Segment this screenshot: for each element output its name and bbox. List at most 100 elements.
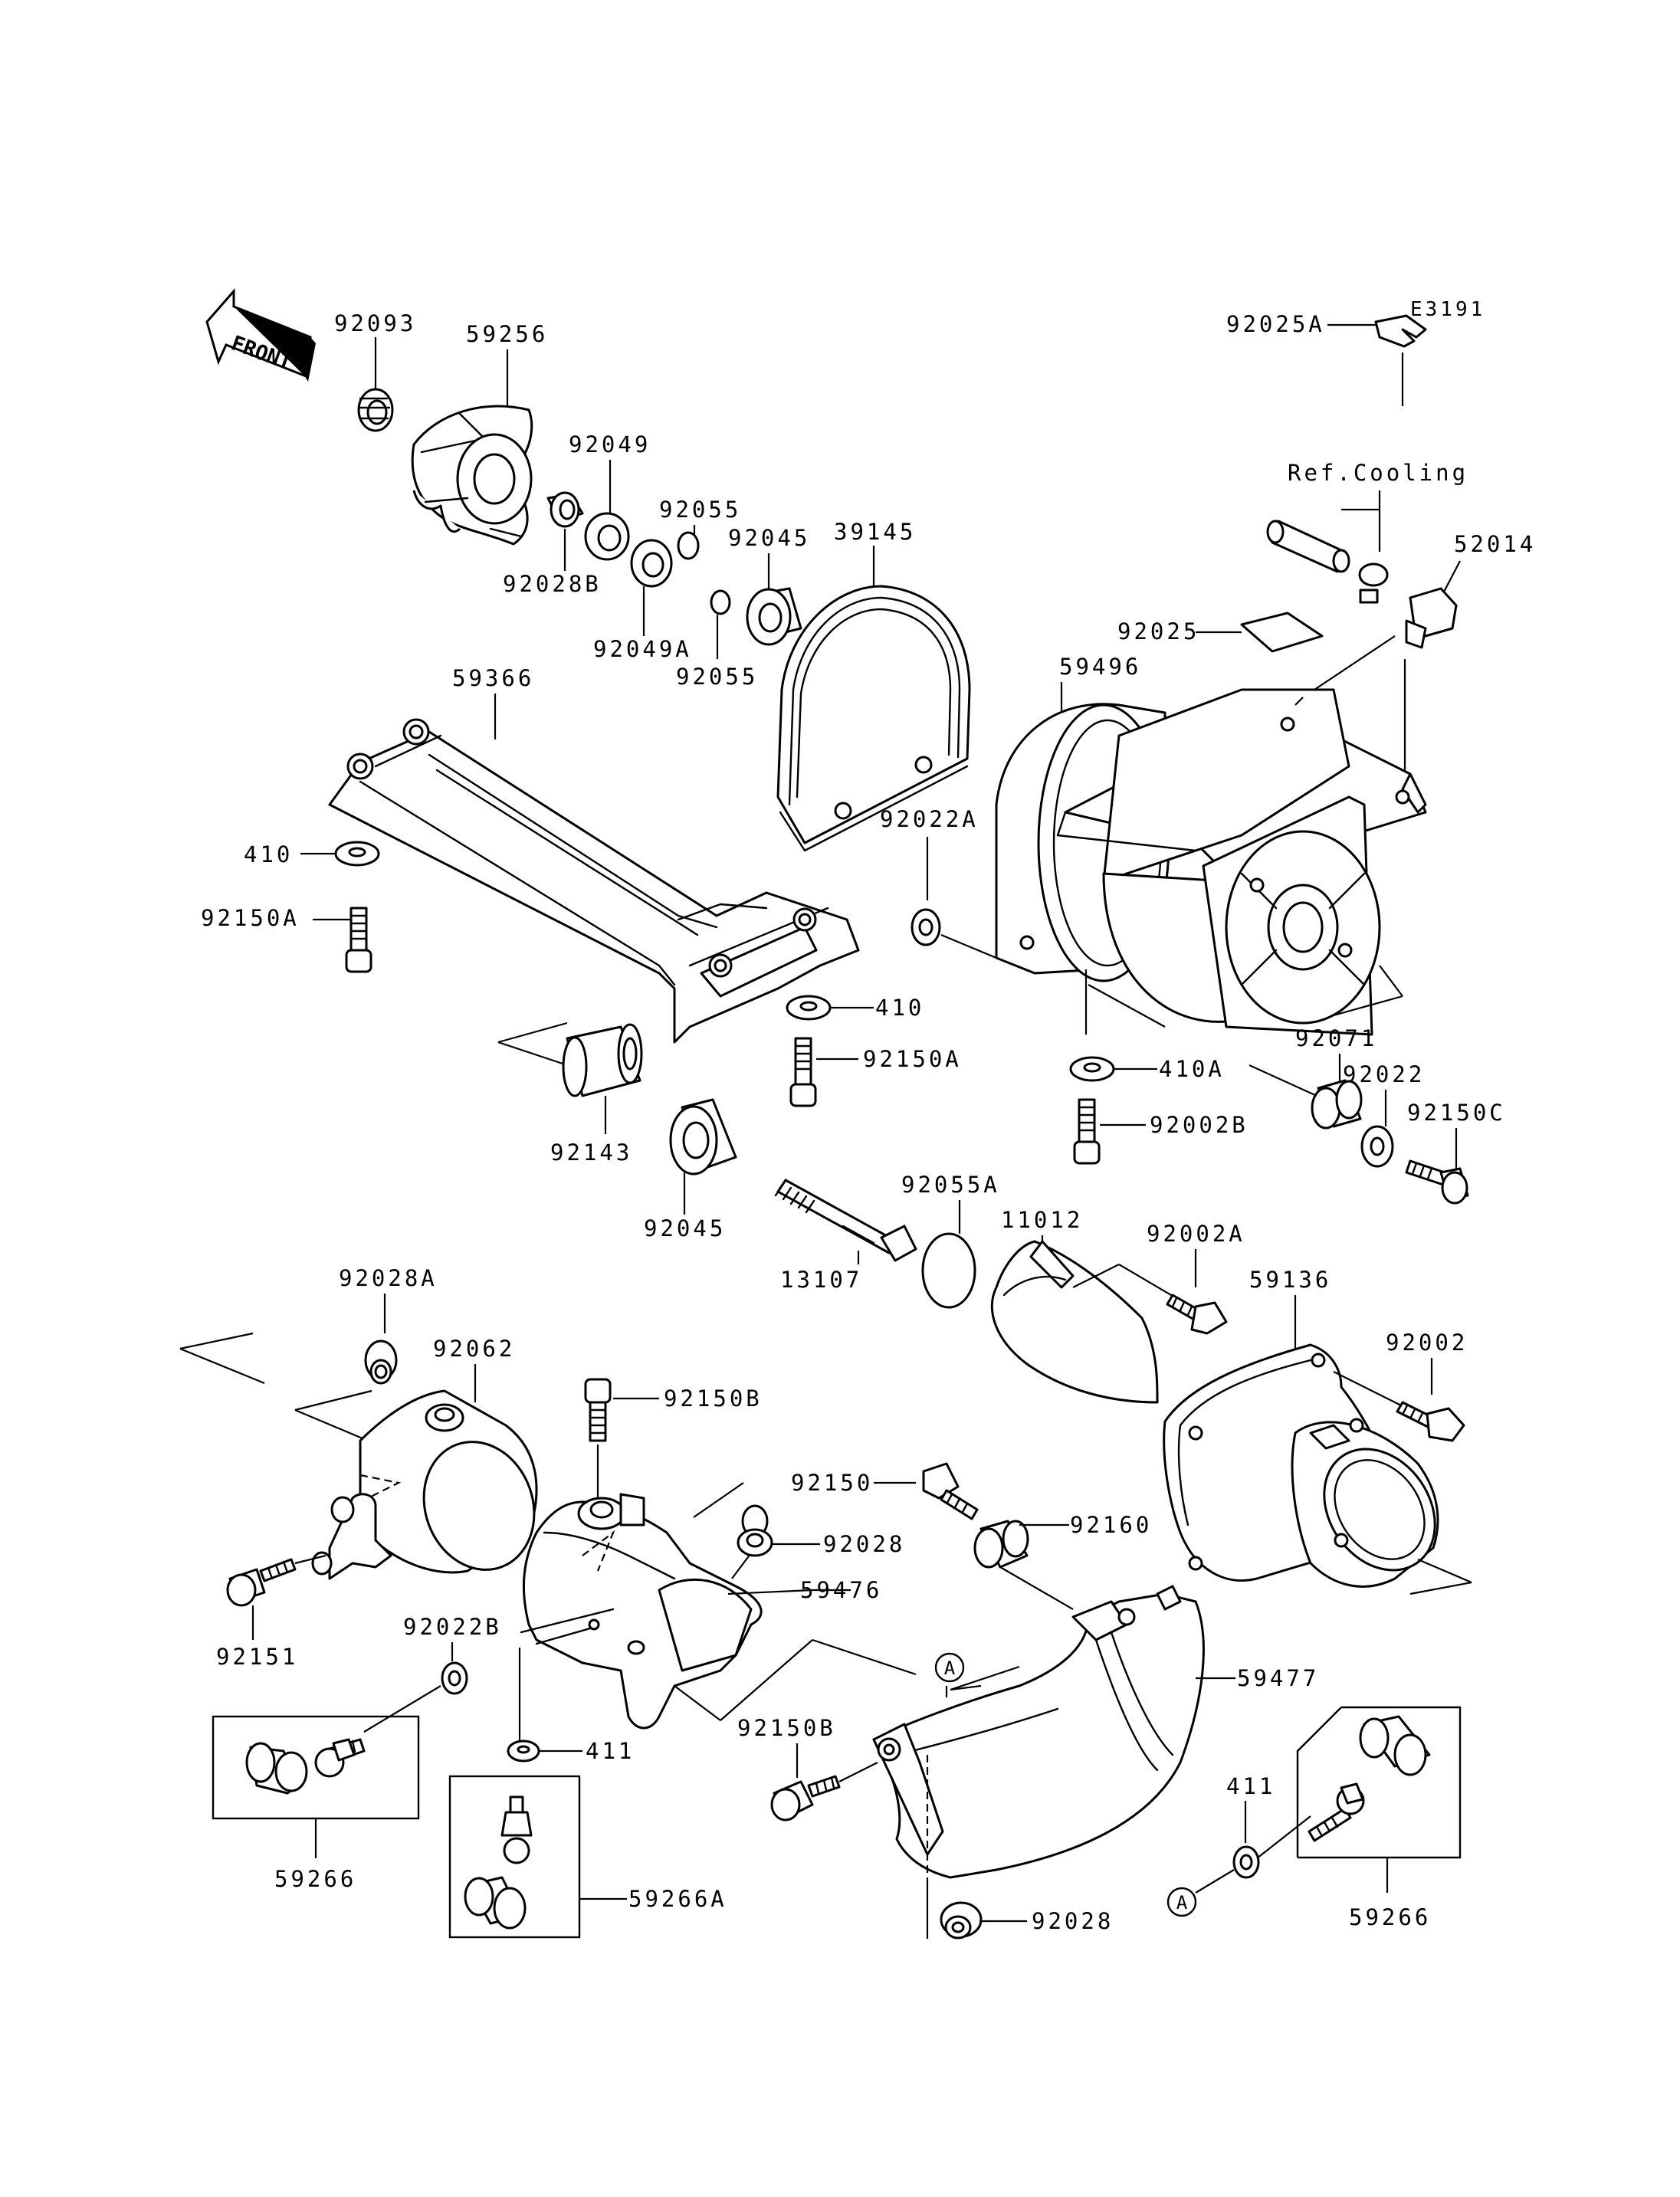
part-92150A-bolt-mid (789, 1037, 817, 1107)
part-59476-cover (520, 1493, 763, 1730)
part-59477-reverse-bucket (872, 1585, 1205, 1879)
diagram-code: E3191 (1410, 298, 1485, 321)
label-39145: 39145 (834, 519, 916, 545)
part-59256-impeller (411, 405, 533, 546)
part-11012-cone (990, 1240, 1159, 1404)
label-92071: 92071 (1295, 1025, 1377, 1051)
callout-A-top-label: A (944, 1658, 956, 1679)
part-92151-bolt (226, 1558, 297, 1607)
label-92150C: 92150C (1407, 1100, 1506, 1126)
part-92055-oring-low (710, 589, 731, 615)
label-59266-right: 59266 (1349, 1904, 1431, 1930)
label-411-right: 411 (1226, 1773, 1275, 1799)
label-13107: 13107 (780, 1267, 862, 1293)
part-92055A-oring (921, 1232, 976, 1309)
part-92049A-seal (630, 539, 673, 588)
part-92025A-shim (1374, 314, 1427, 348)
label-92028B: 92028B (503, 571, 602, 597)
label-410A: 410A (1159, 1056, 1225, 1082)
label-59266A: 59266A (628, 1886, 727, 1912)
kit-box-59266A (448, 1775, 581, 1939)
label-92028-low: 92028 (1032, 1908, 1114, 1934)
front-arrow-icon: FRONT (205, 288, 316, 382)
part-92093-nut (357, 388, 394, 432)
label-92025A: 92025A (1226, 311, 1325, 337)
label-410-left: 410 (244, 841, 293, 867)
part-92002-bolt (1396, 1401, 1465, 1442)
label-92022B: 92022B (403, 1614, 502, 1640)
part-59136-nozzle (1163, 1343, 1439, 1588)
part-92022A-washer (911, 908, 941, 946)
callout-A-bottom: A (1166, 1887, 1197, 1917)
part-39145-band (776, 585, 971, 852)
label-92093: 92093 (334, 310, 416, 336)
label-92002A: 92002A (1147, 1221, 1245, 1247)
label-92028A: 92028A (339, 1265, 438, 1291)
part-411-washer-left (507, 1740, 540, 1763)
part-92002B-bolt (1073, 1098, 1101, 1165)
label-59366: 59366 (452, 665, 534, 691)
part-59496-pump-case (995, 688, 1427, 1036)
label-92025: 92025 (1117, 618, 1199, 644)
hose-clamp-icon (1358, 562, 1389, 604)
part-59366-bracket (328, 718, 860, 1044)
label-92028-mid: 92028 (823, 1531, 905, 1557)
part-92150B-bolt-low (770, 1775, 841, 1822)
label-92143: 92143 (550, 1139, 632, 1166)
label-92002B: 92002B (1150, 1112, 1249, 1138)
label-92062: 92062 (433, 1336, 515, 1362)
label-92022A: 92022A (880, 806, 979, 832)
callout-A-bottom-label: A (1176, 1892, 1188, 1913)
part-92045-bearing-top (746, 587, 802, 646)
label-92055A: 92055A (901, 1172, 1000, 1198)
part-92028-bushing-mid (737, 1504, 773, 1557)
part-92028A-bushing (364, 1340, 398, 1385)
label-59476: 59476 (800, 1577, 882, 1603)
label-59136: 59136 (1249, 1267, 1331, 1293)
part-410A-washer (1069, 1056, 1115, 1082)
part-92028B-bushing (546, 491, 584, 528)
part-410-washer-left (334, 841, 380, 867)
part-92160-bushing (973, 1520, 1029, 1569)
label-92150: 92150 (791, 1470, 873, 1496)
label-92160: 92160 (1070, 1512, 1152, 1538)
part-92150-bolt (922, 1462, 979, 1520)
label-59266-left: 59266 (274, 1866, 356, 1892)
part-59266-left-ball-joint (245, 1738, 366, 1795)
label-92150A-mid: 92150A (863, 1046, 962, 1072)
label-92045-low: 92045 (644, 1215, 726, 1241)
label-59496: 59496 (1059, 654, 1141, 680)
label-92049A: 92049A (593, 636, 692, 662)
ref-cooling-label: Ref.Cooling (1288, 460, 1468, 486)
part-92045-bearing-low (669, 1098, 737, 1176)
part-59266A-ball-joint (464, 1795, 533, 1930)
part-92150C-bolt (1405, 1159, 1469, 1205)
label-92151: 92151 (216, 1644, 298, 1670)
part-92002A-bolt (1166, 1294, 1228, 1335)
label-59477: 59477 (1237, 1665, 1319, 1691)
part-92025-shim (1240, 612, 1324, 653)
part-92150A-bolt-left (345, 907, 372, 973)
label-92150B-low: 92150B (737, 1715, 836, 1741)
label-11012: 11012 (1001, 1207, 1083, 1233)
label-92150A-left: 92150A (201, 905, 300, 931)
label-410-mid: 410 (875, 995, 924, 1021)
label-92055-low: 92055 (676, 664, 758, 690)
part-92022-washer (1360, 1125, 1394, 1168)
label-92022: 92022 (1343, 1061, 1425, 1087)
part-92055-oring-top (677, 531, 700, 560)
label-92150B-top: 92150B (664, 1385, 763, 1412)
part-92143-sleeve (562, 1023, 643, 1097)
label-59256: 59256 (466, 321, 548, 347)
label-92055-top: 92055 (659, 497, 741, 523)
label-92045-top: 92045 (728, 525, 810, 551)
label-411-left: 411 (586, 1738, 635, 1764)
part-92049-seal (584, 512, 630, 561)
label-52014: 52014 (1454, 531, 1536, 557)
part-59266-right-ball-joint (1308, 1715, 1431, 1842)
part-52014-fitting (1405, 587, 1458, 649)
label-92049: 92049 (569, 431, 651, 457)
part-92062-housing (311, 1389, 538, 1580)
part-410-washer-mid (786, 995, 832, 1021)
callout-A-top: A (934, 1652, 965, 1683)
